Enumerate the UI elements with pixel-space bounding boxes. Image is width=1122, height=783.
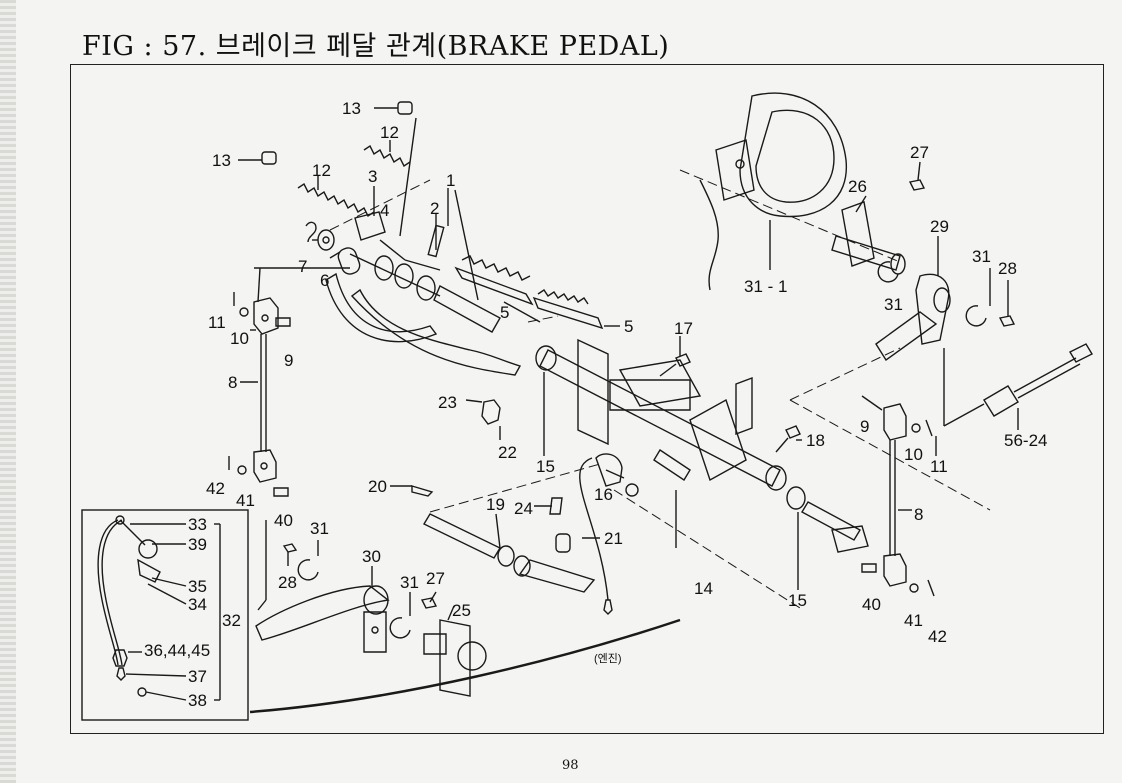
clip-parts-27-28-31-upper [877, 179, 1016, 327]
left-rod-leader-lines [240, 267, 350, 611]
callout-11b: 11 [930, 457, 948, 476]
callout-31c: 31 [972, 247, 991, 266]
callout-3: 3 [368, 167, 377, 186]
callout-42a: 42 [206, 479, 225, 498]
callout-29: 29 [930, 217, 949, 236]
callout-32: 32 [222, 611, 241, 630]
callout-15b: 15 [788, 591, 807, 610]
callout-36-44-45: 36,44,45 [144, 641, 210, 660]
callout-20: 20 [368, 477, 387, 496]
engine-label: (엔진) [594, 652, 622, 665]
callout-24: 24 [514, 499, 533, 518]
cable-assembly-part-32 [97, 515, 161, 697]
callout-2: 2 [430, 199, 439, 218]
upper-right-leader-lines [855, 161, 1019, 430]
callout-27a: 27 [426, 569, 445, 588]
callout-26: 26 [848, 177, 867, 196]
callout-41b: 41 [904, 611, 923, 630]
callout-14: 14 [694, 579, 713, 598]
left-brake-rod-assembly [228, 292, 291, 497]
springs-part-12 [297, 144, 411, 218]
callout-16: 16 [594, 485, 613, 504]
callout-39: 39 [188, 535, 207, 554]
bolt-part-18 [775, 425, 801, 453]
callout-15a: 15 [536, 457, 555, 476]
callout-34: 34 [188, 595, 207, 614]
callout-8a: 8 [228, 373, 237, 392]
callout-22: 22 [498, 443, 517, 462]
diagram-frame [70, 64, 1104, 734]
cross-shaft-leader-lines [543, 336, 802, 590]
callout-labels: 13 12 13 12 3 1 4 2 7 6 5 5 11 10 9 8 17… [144, 99, 1047, 710]
callout-4: 4 [380, 201, 389, 220]
page-number: 98 [562, 758, 579, 773]
inset-leader-lines [125, 523, 221, 701]
callout-12b: 12 [312, 161, 331, 180]
bolt-part-17 [659, 353, 691, 377]
callout-40b: 40 [862, 595, 881, 614]
engine-bracket-part-31-1 [699, 92, 847, 291]
callout-41a: 41 [236, 491, 255, 510]
callout-35: 35 [188, 577, 207, 596]
right-rod-leader-lines [861, 395, 937, 511]
parts-19-24-leader-lines [390, 399, 600, 549]
assembly-guide-lines [329, 169, 991, 609]
callout-9b: 9 [860, 417, 869, 436]
callout-31-1: 31 - 1 [744, 277, 787, 296]
callout-25: 25 [452, 601, 471, 620]
brake-pedal-arms [325, 272, 522, 376]
engine-connection-line [249, 618, 681, 714]
callout-30: 30 [362, 547, 381, 566]
callout-42b: 42 [928, 627, 947, 646]
cross-shaft-part-14 [535, 338, 869, 553]
scan-binding-edge [0, 0, 16, 783]
callout-37: 37 [188, 667, 207, 686]
callout-31b: 31 [400, 573, 419, 592]
callout-5b: 5 [624, 317, 633, 336]
lever-parts-19-24 [411, 399, 639, 615]
callout-17: 17 [674, 319, 693, 338]
callout-10b: 10 [904, 445, 923, 464]
callout-38: 38 [188, 691, 207, 710]
callout-33: 33 [188, 515, 207, 534]
callout-9a: 9 [284, 351, 293, 370]
lever-part-30 [255, 585, 390, 653]
part-30-leader-lines [287, 540, 455, 621]
pivot-part-26 [831, 201, 906, 275]
callout-12a: 12 [380, 123, 399, 142]
callout-19: 19 [486, 495, 505, 514]
pedal-pads-part-5 [454, 255, 604, 330]
right-brake-rod-assembly [861, 403, 935, 597]
callout-28a: 28 [278, 573, 297, 592]
callout-28b: 28 [998, 259, 1017, 278]
callout-7: 7 [298, 257, 307, 276]
turnbuckle-part-56-24 [983, 343, 1093, 417]
callout-6: 6 [320, 271, 329, 290]
callout-56-24: 56-24 [1004, 431, 1047, 450]
callout-13b: 13 [212, 151, 231, 170]
arm-part-29 [875, 273, 951, 362]
callout-13a: 13 [342, 99, 361, 118]
page-title: FIG : 57. 브레이크 페달 관계(BRAKE PEDAL) [82, 31, 670, 62]
callout-40a: 40 [274, 511, 293, 530]
callout-10a: 10 [230, 329, 249, 348]
callout-11a: 11 [208, 313, 226, 332]
callout-31d: 31 [884, 295, 903, 314]
callout-18: 18 [806, 431, 825, 450]
callout-1: 1 [446, 171, 455, 190]
clip-parts-27-28-31 [282, 543, 438, 639]
callout-31a: 31 [310, 519, 329, 538]
callout-8b: 8 [914, 505, 923, 524]
callout-5a: 5 [500, 303, 509, 322]
callout-27b: 27 [910, 143, 929, 162]
bracket-part-25 [423, 619, 487, 697]
inset-box [81, 509, 249, 721]
callout-23: 23 [438, 393, 457, 412]
pedal-leader-lines [238, 107, 620, 327]
callout-21: 21 [604, 529, 623, 548]
